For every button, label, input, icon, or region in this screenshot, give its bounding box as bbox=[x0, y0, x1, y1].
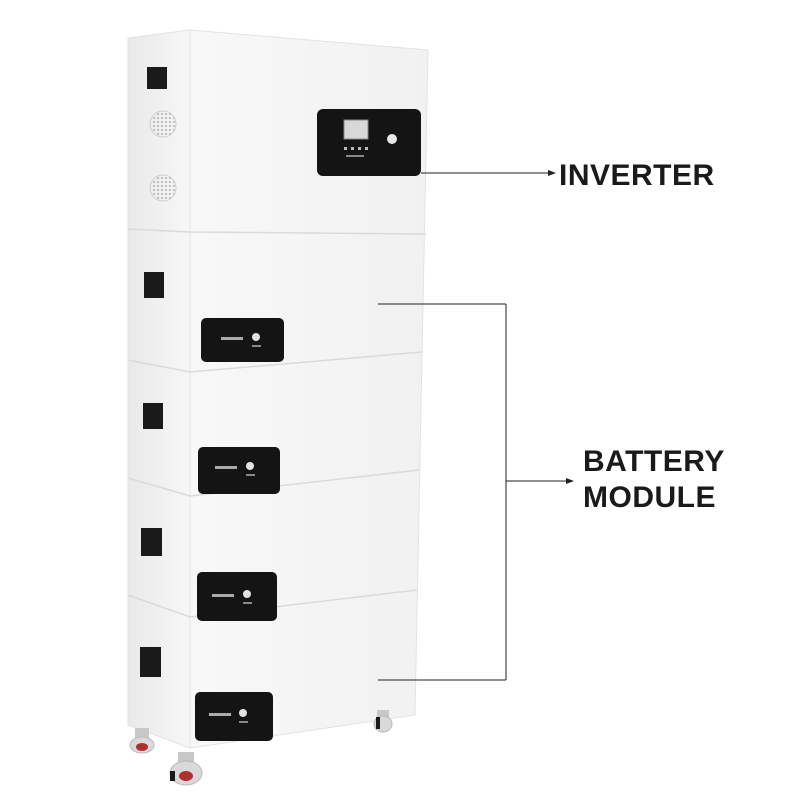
seam-inverter bbox=[127, 228, 427, 235]
power-button-icon bbox=[387, 134, 397, 144]
lcd-screen-icon bbox=[343, 119, 369, 140]
battery-label-line2: MODULE bbox=[583, 481, 716, 514]
cabinet-stack bbox=[127, 29, 429, 749]
battery-leader bbox=[378, 303, 574, 681]
inverter-leader bbox=[421, 170, 556, 176]
handle-slot-icon bbox=[143, 403, 163, 429]
battery-module-label: BATTERY MODULE bbox=[583, 444, 725, 516]
cabinet-side bbox=[127, 29, 191, 749]
seam-module-3 bbox=[127, 589, 418, 618]
caster-wheel-icon bbox=[373, 710, 393, 733]
handle-slot-icon bbox=[141, 528, 162, 556]
handle-slot-icon bbox=[147, 67, 167, 89]
seam-module-2 bbox=[127, 469, 420, 497]
fan-vent-icon bbox=[149, 174, 177, 202]
battery-panel-1 bbox=[201, 318, 284, 362]
battery-panel-4 bbox=[195, 692, 273, 741]
cabinet-front bbox=[189, 29, 429, 749]
handle-slot-icon bbox=[144, 272, 164, 298]
battery-panel-3 bbox=[197, 572, 277, 621]
battery-label-line1: BATTERY bbox=[583, 445, 725, 478]
battery-panel-2 bbox=[198, 447, 280, 494]
inverter-label: INVERTER bbox=[559, 159, 715, 192]
inverter-panel bbox=[317, 109, 421, 176]
handle-slot-icon bbox=[140, 647, 161, 677]
seam-module-1 bbox=[127, 351, 423, 373]
fan-vent-icon bbox=[149, 110, 177, 138]
caster-wheel-icon bbox=[129, 728, 155, 754]
caster-wheel-icon bbox=[169, 752, 203, 786]
